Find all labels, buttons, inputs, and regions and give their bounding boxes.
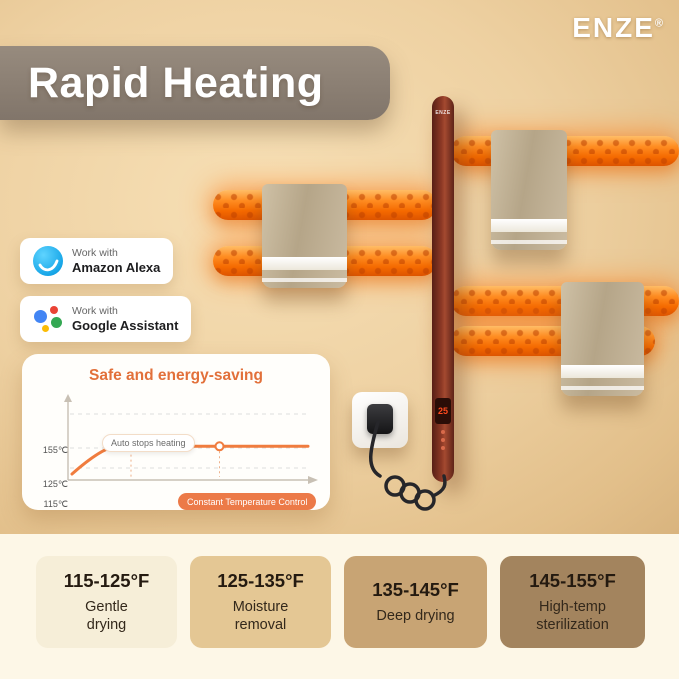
temp-card-sterilization: 145-155°F High-temp sterilization (500, 556, 645, 648)
google-assistant-label: Google Assistant (72, 317, 179, 333)
towel-bottom-right (561, 282, 644, 396)
works-with-label: Work with (72, 246, 118, 259)
towel-stripe-thin (561, 386, 644, 390)
temp-range: 135-145°F (372, 578, 459, 600)
temp-range: 115-125°F (63, 570, 150, 592)
temp-card-moisture: 125-135°F Moisture removal (190, 556, 331, 648)
display-value: 25 (437, 406, 448, 416)
towel-top-right (491, 130, 567, 250)
temp-label: High-temp sterilization (536, 599, 609, 633)
temperature-chart: 155℃ 125℃ 115℃ Auto stops heating Consta… (28, 390, 324, 510)
temp-label: Gentle drying (85, 599, 128, 633)
wall-outlet (352, 392, 408, 448)
brand-logo: ENZE® (572, 12, 663, 44)
alexa-label: Amazon Alexa (72, 259, 161, 275)
alexa-badge: Work with Amazon Alexa (20, 238, 174, 284)
google-assistant-icon (33, 304, 63, 334)
google-assistant-badge: Work with Google Assistant (20, 296, 192, 342)
temp-card-deep: 135-145°F Deep drying (344, 556, 487, 648)
temp-card-gentle: 115-125°F Gentle drying (36, 556, 177, 648)
towel-stripe (262, 257, 347, 270)
power-plug (367, 404, 393, 434)
towel-stripe-thin (491, 240, 567, 244)
headline: Rapid Heating (28, 58, 324, 107)
google-dot-blue (34, 310, 47, 323)
alexa-badge-text: Work with Amazon Alexa (72, 247, 160, 275)
constant-temp-annotation: Constant Temperature Control (178, 493, 317, 510)
google-dot-red (50, 306, 58, 314)
temp-label: Deep drying (376, 607, 455, 624)
towel-stripe-thin (262, 278, 347, 282)
brand-name: ENZE (572, 12, 655, 43)
google-badge-text: Work with Google Assistant (72, 305, 178, 333)
headline-banner: Rapid Heating (0, 46, 390, 120)
heater-buttons (432, 430, 454, 450)
auto-stop-annotation: Auto stops heating (102, 434, 195, 452)
registered-mark: ® (654, 17, 663, 30)
temp-range: 145-155°F (529, 570, 616, 592)
towel-stripe (491, 219, 567, 232)
towel-left (262, 184, 347, 288)
alexa-swoosh (38, 259, 59, 272)
ytick-115: 115℃ (43, 499, 68, 509)
safety-card-title: Safe and energy-saving (88, 367, 263, 384)
works-with-label: Work with (72, 304, 118, 317)
ytick-155: 155℃ (42, 445, 68, 455)
alexa-icon (33, 246, 63, 276)
google-dot-yellow (42, 325, 49, 332)
towel-stripe (561, 365, 644, 378)
temp-label: Moisture removal (232, 599, 289, 633)
towel-warmer-column: ENZE 25 (432, 96, 454, 482)
temperature-display: 25 (435, 398, 451, 424)
heater-logo: ENZE (435, 110, 451, 116)
temp-range: 125-135°F (217, 570, 304, 592)
google-dot-green (51, 317, 62, 328)
safety-card: Safe and energy-saving 155℃ 125℃ 115℃ Au… (22, 354, 330, 510)
ytick-125: 125℃ (42, 479, 68, 489)
